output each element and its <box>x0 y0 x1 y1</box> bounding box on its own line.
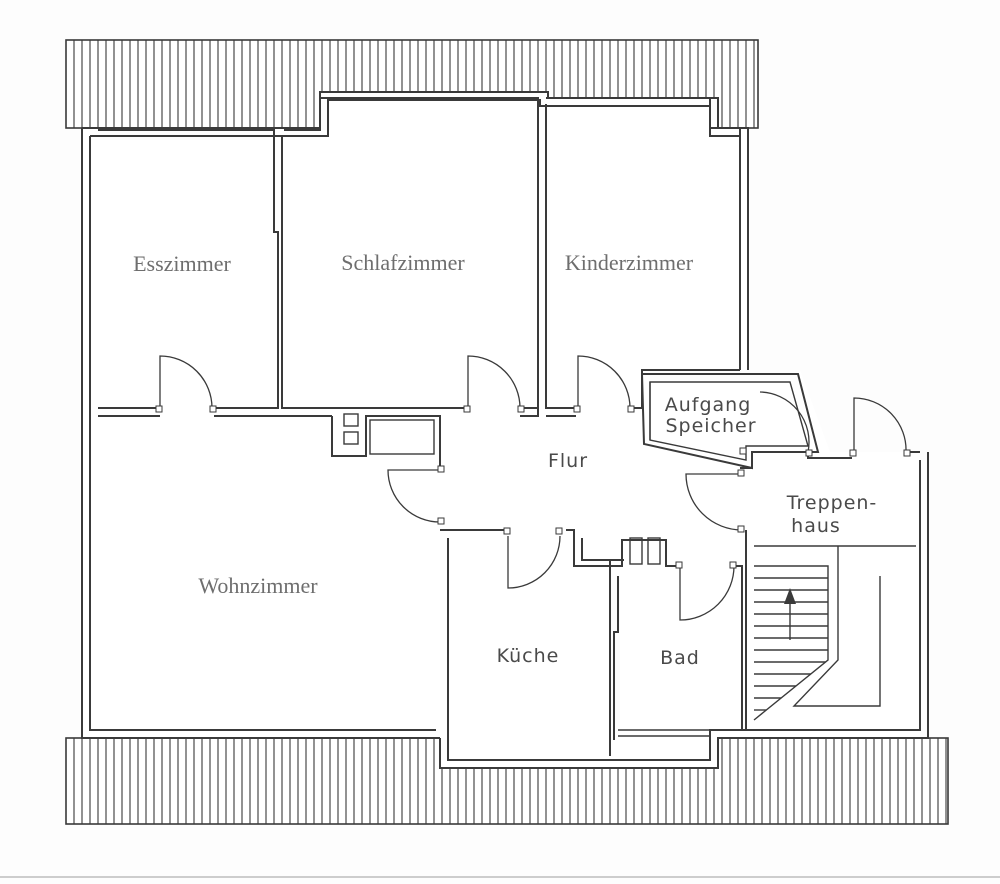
room-label-esszimmer: Esszimmer <box>133 251 231 276</box>
interior-walls <box>98 97 920 756</box>
room-label-treppenhaus-2: haus <box>791 515 841 537</box>
room-label-flur: Flur <box>548 450 588 472</box>
room-label-kinderzimmer: Kinderzimmer <box>565 250 694 275</box>
room-label-wohnzimmer: Wohnzimmer <box>198 573 318 598</box>
door-kinderzimmer <box>577 355 631 409</box>
door-flur-treppenhaus <box>685 473 743 531</box>
staircase <box>753 545 916 721</box>
door-treppenhaus <box>853 397 907 453</box>
door-bad <box>679 565 735 621</box>
door-esszimmer <box>159 355 213 409</box>
roof-bottom <box>65 737 949 825</box>
room-label-kueche: Küche <box>497 645 560 667</box>
door-aufgang <box>759 391 810 453</box>
room-label-treppenhaus-1: Treppen- <box>786 492 878 514</box>
room-label-aufgang: Aufgang <box>665 394 752 416</box>
stair-direction-arrow <box>784 588 796 604</box>
door-schlafzimmer <box>467 355 521 409</box>
door-kueche <box>507 535 561 589</box>
room-label-schlafzimmer: Schlafzimmer <box>341 250 465 275</box>
room-label-bad: Bad <box>660 647 700 669</box>
door-wohnzimmer <box>387 469 441 523</box>
doors <box>155 355 911 621</box>
room-label-speicher: Speicher <box>665 415 756 437</box>
